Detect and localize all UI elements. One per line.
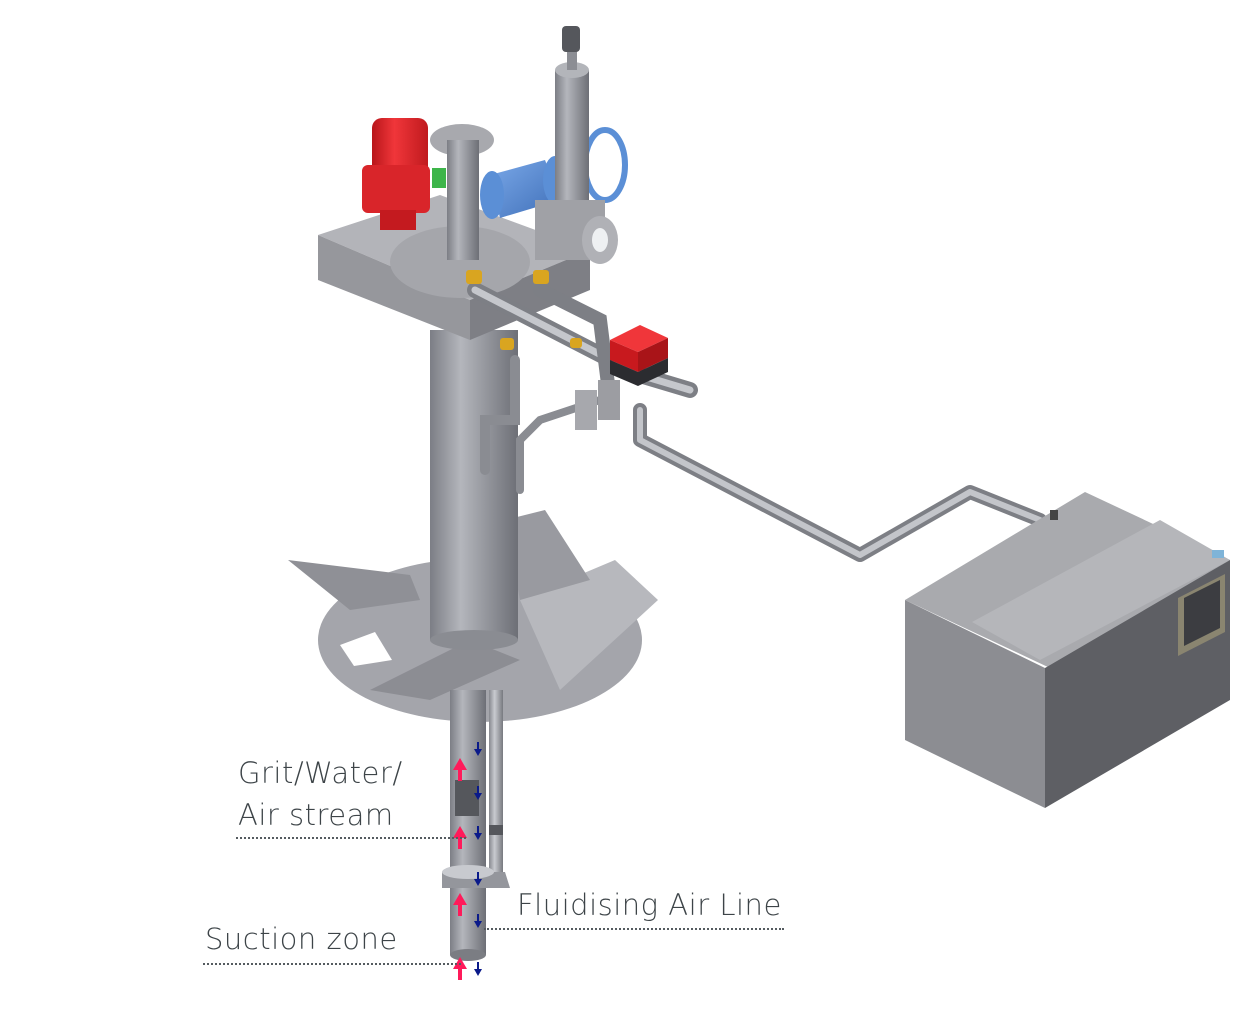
central-column: [430, 330, 518, 640]
inlet-tee: [430, 124, 494, 260]
vertical-actuator: [535, 26, 618, 264]
scraper-disc: [288, 510, 658, 722]
callout-fluidising-air-line: Fluidising Air Line: [517, 884, 782, 926]
flow-arrows: [453, 742, 482, 980]
callout-line-1: Suction zone: [205, 922, 398, 956]
red-actuator-valve: [610, 325, 668, 386]
callout-grit-water-air: Grit/Water/ Air stream: [238, 752, 403, 836]
down-arrow-icon: [474, 742, 482, 976]
support-stand: [575, 390, 597, 430]
leader-suction-zone: [203, 963, 461, 965]
red-geared-motor: [362, 118, 446, 230]
callout-suction-zone: Suction zone: [205, 918, 398, 960]
callout-line-2: Air stream: [238, 798, 394, 833]
air-pipe: [633, 403, 1047, 562]
leader-grit-water-air: [236, 837, 466, 839]
brass-valves: [466, 270, 582, 350]
callout-line-1: Grit/Water/: [238, 756, 403, 790]
riser-assembly: [442, 690, 510, 961]
up-arrow-icon: [453, 758, 467, 980]
callout-line-1: Fluidising Air Line: [517, 888, 782, 922]
blower-enclosure: [905, 492, 1230, 808]
leader-fluidising-air-line: [484, 928, 784, 930]
